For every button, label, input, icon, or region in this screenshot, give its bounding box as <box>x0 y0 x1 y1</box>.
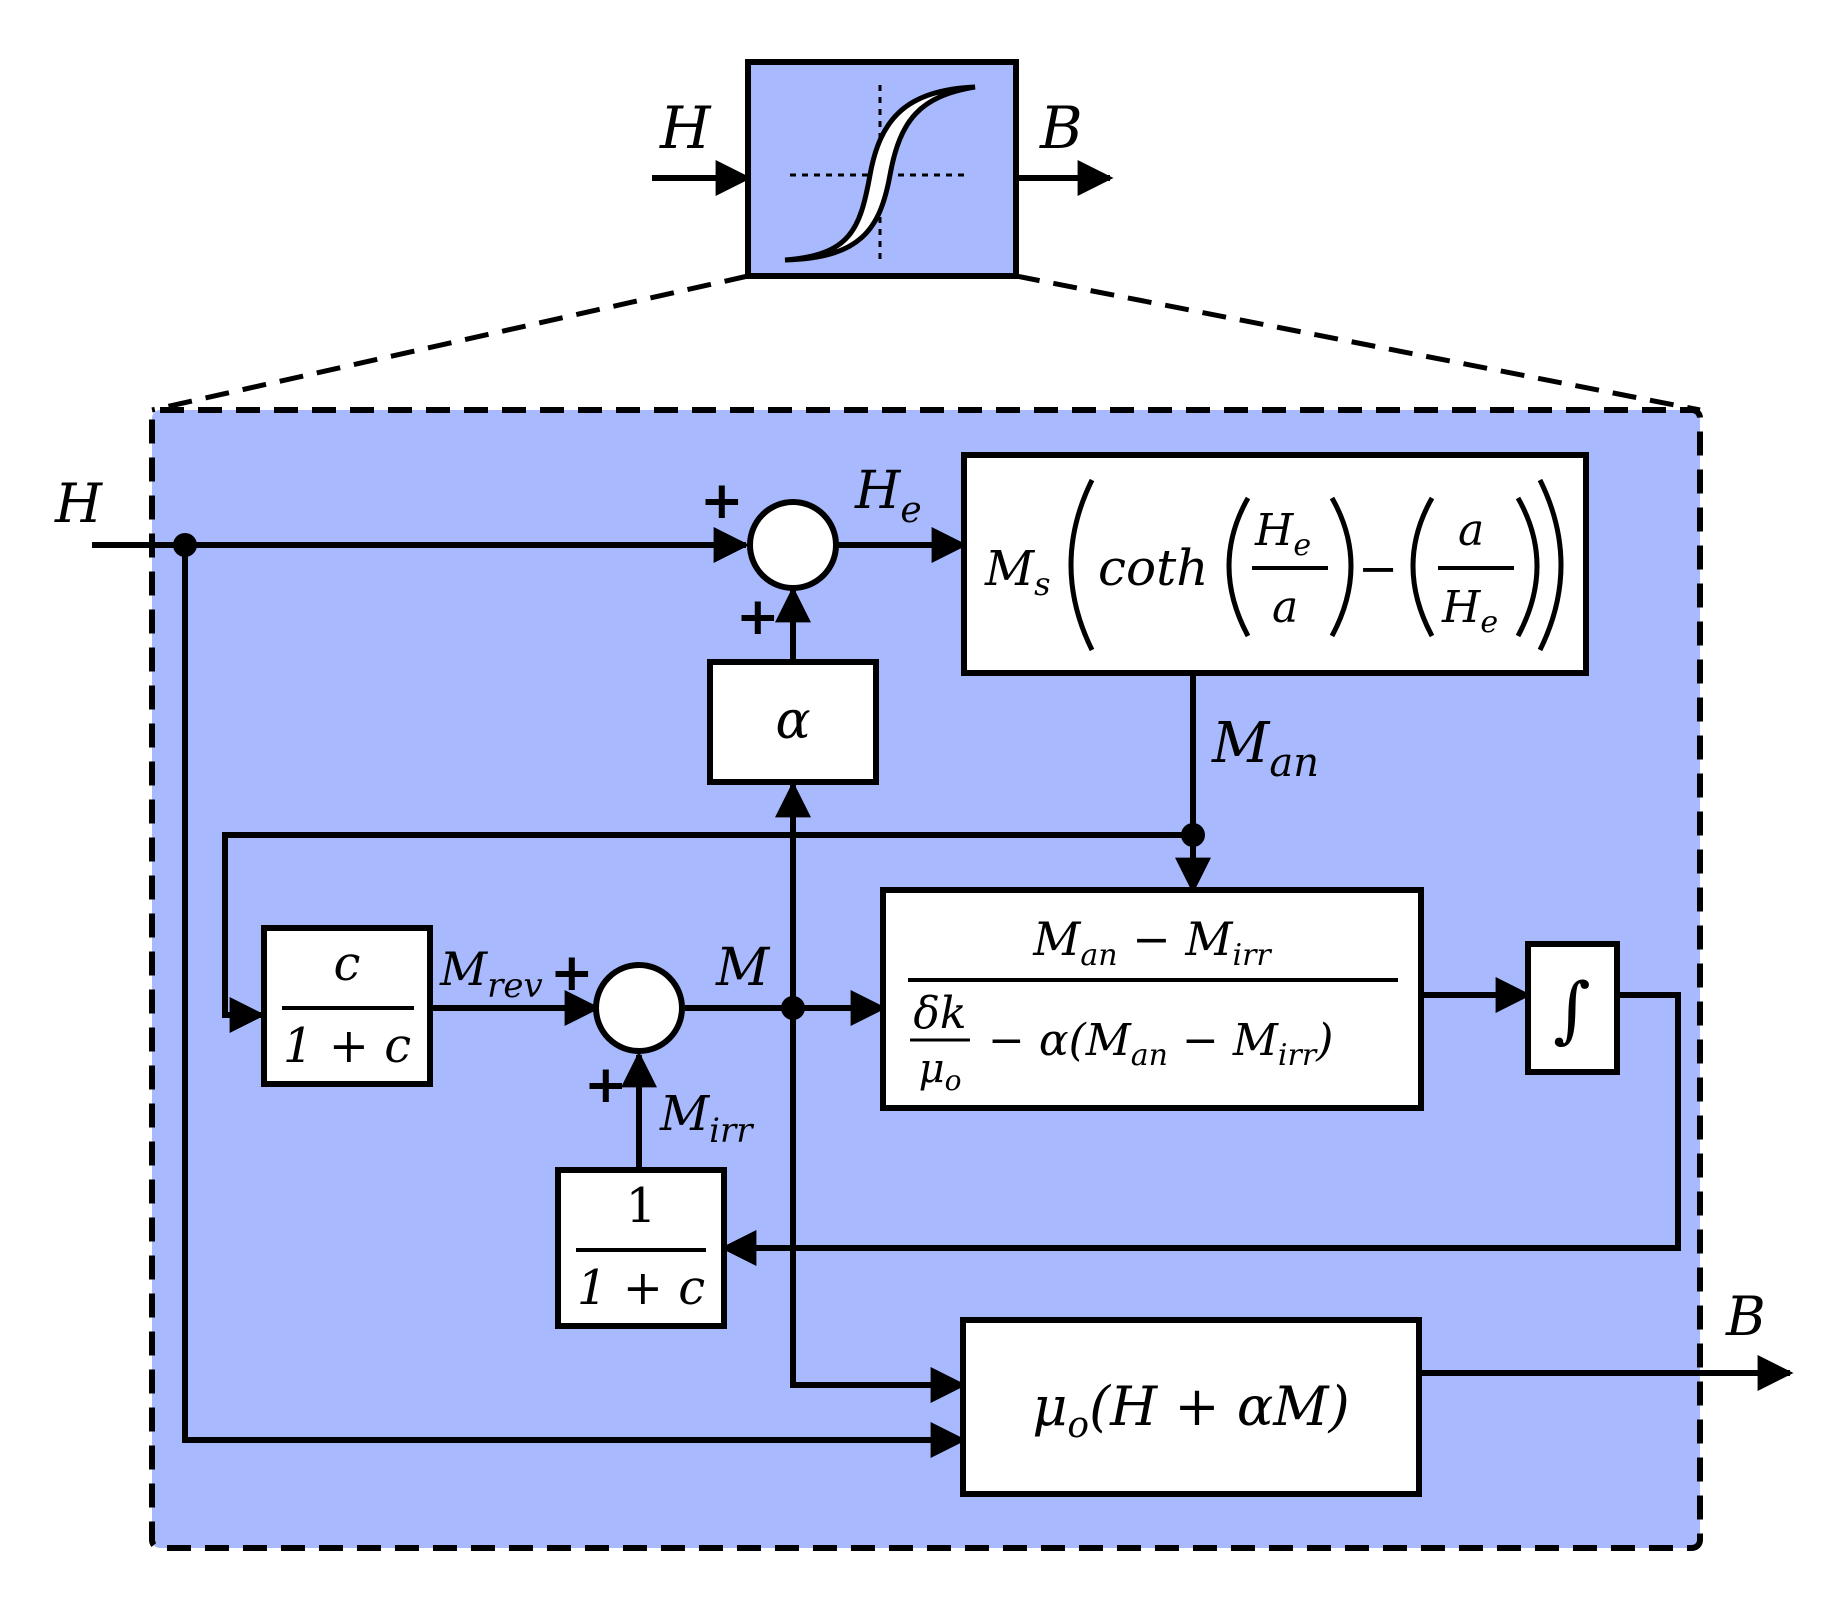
svg-text:μo: μo <box>919 1046 962 1097</box>
svg-text:− α(Man − Mirr): − α(Man − Mirr) <box>988 1015 1333 1073</box>
alpha-gain-label: α <box>775 691 810 751</box>
flux-density-block <box>960 1317 1422 1497</box>
signal-m-label: M <box>715 938 771 998</box>
integrator-symbol: ∫ <box>1553 967 1591 1051</box>
detail-output-label: B <box>1725 1285 1766 1348</box>
langevin-a2: a <box>1458 505 1484 556</box>
svg-text:Man − Mirr: Man − Mirr <box>1032 912 1272 973</box>
langevin-minus: − <box>1358 541 1398 597</box>
wire-man-to-c-block <box>222 832 1193 1033</box>
irreversible-gain-num: 1 <box>626 1178 657 1234</box>
langevin-function-block <box>961 452 1589 676</box>
svg-text:He: He <box>1254 505 1311 563</box>
junction-h <box>173 533 197 557</box>
reversible-gain-den: 1 + c <box>283 1018 411 1074</box>
flux-density-expression: μo(H + αM) <box>1032 1375 1349 1446</box>
irreversible-gain-den: 1 + c <box>577 1260 705 1316</box>
summing-junction-m <box>593 962 685 1054</box>
langevin-a: a <box>1272 582 1298 633</box>
summer-he-plus-left: + <box>700 471 744 531</box>
hysteresis-loop-icon <box>784 84 976 263</box>
zoom-line-right <box>1015 273 1701 413</box>
top-input-label: H <box>659 94 712 162</box>
summer-m-plus-bottom: + <box>584 1055 628 1115</box>
zoom-line-left <box>151 273 749 413</box>
signal-man-label: Man <box>1211 711 1319 786</box>
junction-man <box>1181 823 1205 847</box>
signal-wires <box>92 527 1794 1458</box>
wire-integrator-to-inv-block <box>720 992 1681 1266</box>
langevin-ms-sub: s <box>1034 565 1050 603</box>
junction-m <box>781 996 805 1020</box>
langevin-ms: M <box>984 541 1036 597</box>
derivative-dk: δk <box>913 988 966 1039</box>
wire-m-to-flux <box>790 1008 967 1403</box>
langevin-coth: coth <box>1098 539 1208 597</box>
summer-m-plus-left: + <box>550 943 594 1003</box>
signal-mrev-label: Mrev <box>439 942 543 1006</box>
langevin-he2-sub: e <box>1480 605 1498 640</box>
langevin-he2: H <box>1441 582 1482 633</box>
integrator-block <box>1525 941 1620 1075</box>
summer-he-plus-bottom: + <box>736 587 780 647</box>
svg-text:Ms: Ms <box>984 541 1051 603</box>
detail-input-label: H <box>54 472 103 535</box>
langevin-he: H <box>1254 505 1295 556</box>
signal-he-label: He <box>854 461 922 531</box>
irreversible-derivative-expression: Man − Mirr δk μo − α(Man − Mirr) <box>908 912 1398 1097</box>
alpha-gain-block <box>707 659 879 785</box>
langevin-expression: Ms coth He a − a He <box>984 478 1564 652</box>
langevin-he-sub: e <box>1293 528 1311 563</box>
wire-h-to-flux <box>182 545 967 1458</box>
irreversible-derivative-block <box>880 887 1424 1111</box>
top-output-label: B <box>1039 94 1083 162</box>
reversible-gain-num: c <box>334 936 361 992</box>
signal-mirr-label: Mirr <box>659 1086 754 1151</box>
top-overview: H B <box>652 59 1114 279</box>
svg-text:He: He <box>1441 582 1498 640</box>
summing-junction-he <box>747 499 839 591</box>
